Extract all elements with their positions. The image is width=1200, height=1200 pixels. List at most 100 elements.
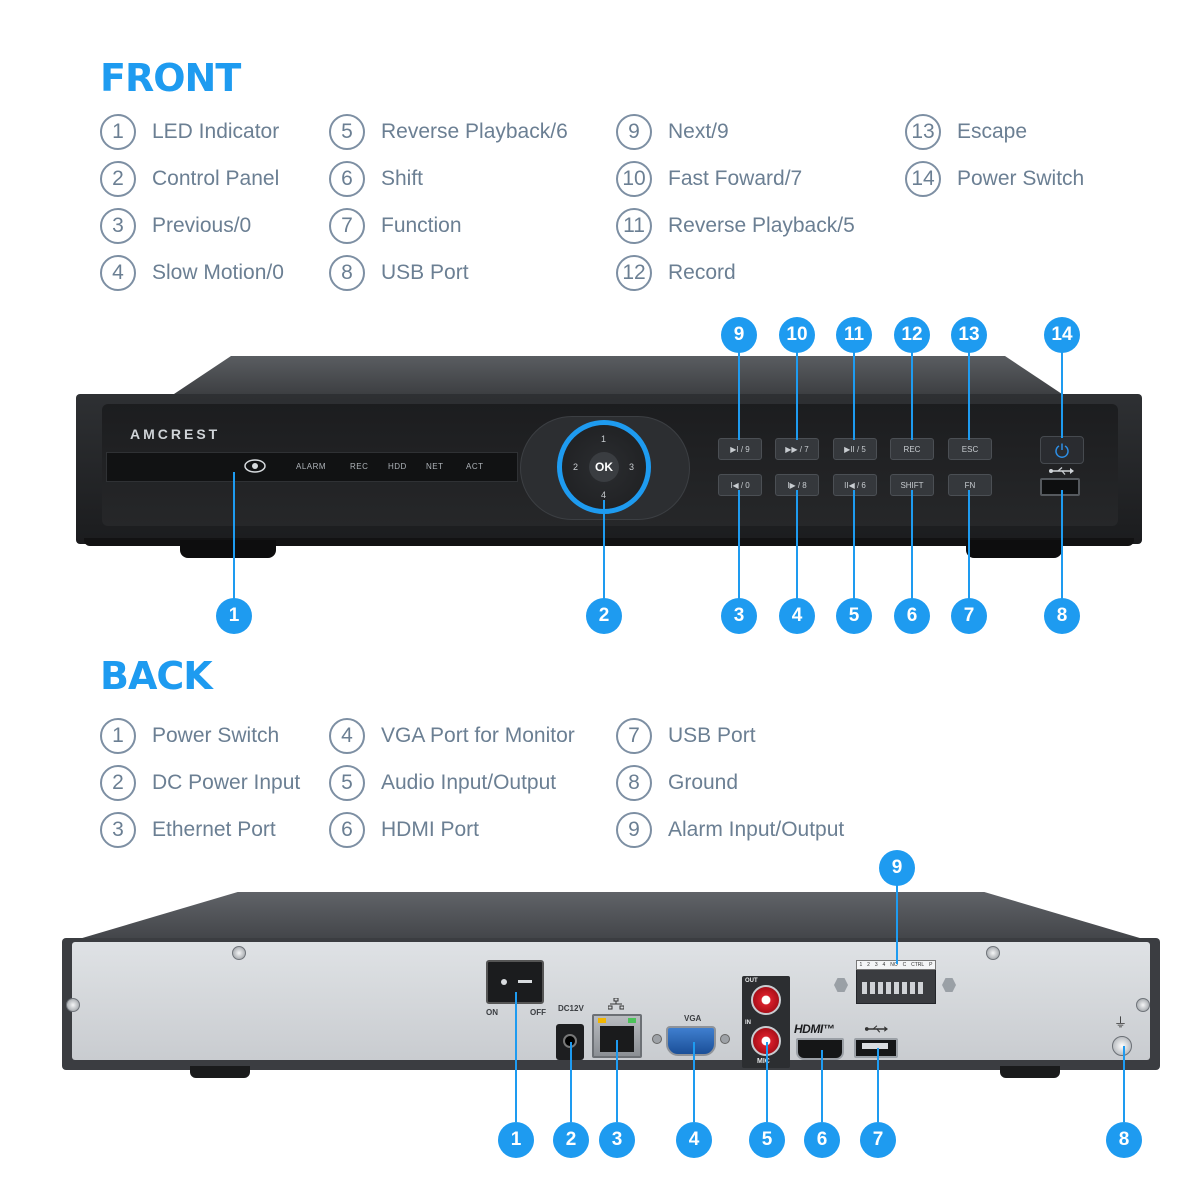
device-foot [180,540,276,558]
hdmi-port[interactable] [796,1038,844,1060]
alarm-pin-label: 4 [882,962,886,968]
vga-port[interactable] [666,1026,716,1056]
status-label-net: NET [426,462,444,471]
front-legend-item: 2 Control Panel [100,161,279,197]
dpad-down[interactable]: 4 [601,490,607,500]
back-badge-2: 2 [553,1122,589,1158]
function-button[interactable]: FN [948,474,992,496]
previous-button[interactable]: I◀ / 0 [718,474,762,496]
back-badge-3: 3 [599,1122,635,1158]
leader-line [821,1050,823,1122]
vga-label: VGA [684,1014,702,1023]
legend-number: 1 [100,718,136,754]
power-switch-button[interactable] [1040,436,1084,464]
front-usb-port[interactable] [1040,478,1080,496]
brand-logo: AMCREST [130,426,221,442]
back-badge-9: 9 [879,850,915,886]
leader-line [616,1040,618,1122]
front-heading: FRONT [100,56,241,100]
legend-label: Ethernet Port [152,818,276,841]
record-button[interactable]: REC [890,438,934,460]
alarm-pin [902,982,907,994]
front-legend-item: 3 Previous/0 [100,208,251,244]
legend-label: LED Indicator [152,120,280,143]
status-label-hdd: HDD [388,462,407,471]
dpad-up[interactable]: 1 [601,434,607,444]
back-badge-5: 5 [749,1122,785,1158]
usb-tongue [862,1043,888,1049]
leader-line [911,352,913,440]
vga-screw [652,1034,662,1044]
legend-number: 8 [616,765,652,801]
hdmi-logo: HDMI™ [794,1022,835,1036]
usb-icon [1049,467,1074,475]
legend-number: 4 [329,718,365,754]
back-badge-7: 7 [860,1122,896,1158]
switch-off-mark [518,980,532,983]
screw [66,998,80,1012]
legend-number: 3 [100,812,136,848]
leader-line [738,352,740,440]
escape-button[interactable]: ESC [948,438,992,460]
ground-terminal[interactable] [1112,1036,1132,1056]
front-device-lip [84,538,1134,546]
audio-mic-label: MIC [757,1058,770,1065]
alarm-pin-label: P [929,962,933,968]
alarm-pin-label: NO [890,962,898,968]
legend-number: 1 [100,114,136,150]
next-button[interactable]: ▶I / 9 [718,438,762,460]
alarm-pin-label: CTRL [911,962,925,968]
eye-icon [244,459,266,473]
dpad-right[interactable]: 3 [629,462,635,472]
back-badge-1: 1 [498,1122,534,1158]
leader-line [1123,1046,1125,1122]
legend-number: 13 [905,114,941,150]
legend-label: Reverse Playback/6 [381,120,568,143]
dpad-left[interactable]: 2 [573,462,579,472]
legend-number: 2 [100,161,136,197]
front-device-top [168,356,1068,398]
front-badge-12: 12 [894,317,930,353]
legend-label: Alarm Input/Output [668,818,845,841]
screw [232,946,246,960]
status-label-act: ACT [466,462,484,471]
leader-line [233,472,235,600]
leader-line [766,1042,768,1122]
alarm-pin-label: 2 [867,962,870,968]
legend-label: Escape [957,120,1028,143]
device-foot [190,1066,250,1078]
leader-line [968,490,970,600]
legend-number: 6 [329,812,365,848]
legend-label: Record [668,261,736,284]
reverse-playback-6-button[interactable]: II◀ / 6 [833,474,877,496]
vga-screw [720,1034,730,1044]
front-badge-1: 1 [216,598,252,634]
leader-line [603,500,605,600]
legend-label: Control Panel [152,167,280,190]
legend-label: DC Power Input [152,771,301,794]
audio-output-jack[interactable] [751,985,781,1015]
reverse-playback-5-button[interactable]: ▶II / 5 [833,438,877,460]
legend-label: Next/9 [668,120,729,143]
alarm-pin [910,982,915,994]
front-badge-3: 3 [721,598,757,634]
legend-number: 4 [100,255,136,291]
fast-forward-button[interactable]: ▶▶ / 7 [775,438,819,460]
legend-label: HDMI Port [381,818,480,841]
legend-label: Previous/0 [152,214,252,237]
legend-number: 5 [329,114,365,150]
front-badge-7: 7 [951,598,987,634]
front-badge-9: 9 [721,317,757,353]
alarm-pin [878,982,883,994]
legend-number: 3 [100,208,136,244]
legend-label: Audio Input/Output [381,771,557,794]
ok-button[interactable]: OK [589,452,619,482]
